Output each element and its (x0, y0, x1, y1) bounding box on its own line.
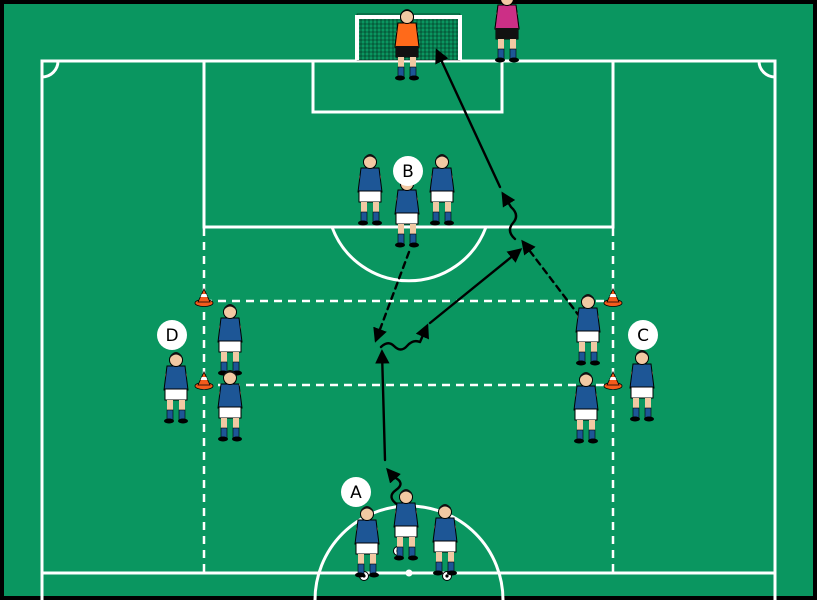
dribble-arrow-a (386, 467, 402, 507)
goal-area (311, 59, 504, 114)
station-labels: A B C D (157, 156, 658, 507)
referee-figure (494, 0, 520, 63)
arrows (373, 48, 582, 507)
station-label-text: C (637, 326, 649, 346)
pass-arrow-c-to-right (521, 239, 582, 319)
cones (194, 288, 623, 390)
cone (603, 288, 623, 307)
station-label-a: A (341, 477, 371, 507)
station-label-text: A (350, 483, 362, 503)
cone (194, 371, 214, 390)
dribble-arrow-center (379, 323, 429, 351)
cone (194, 288, 214, 307)
players (163, 0, 655, 578)
corner-arc-right (757, 60, 776, 79)
pass-arrow-b-to-center (373, 250, 411, 343)
penalty-arc (330, 226, 488, 283)
pass-arrow-a-to-center (375, 349, 390, 462)
corner-arc-left (41, 60, 60, 79)
channel-lines (202, 228, 615, 573)
shot-arrow-to-goal (435, 48, 502, 189)
center-spot (405, 569, 413, 577)
run-arrow-center-to-right (428, 248, 523, 325)
goalkeeper-figure (394, 8, 420, 81)
station-label-text: B (402, 162, 414, 182)
station-label-b: B (393, 156, 423, 186)
cone (603, 371, 623, 390)
station-label-d: D (157, 320, 187, 350)
dribble-arrow-right (501, 191, 518, 241)
station-label-c: C (628, 320, 658, 350)
station-label-text: D (165, 326, 178, 346)
